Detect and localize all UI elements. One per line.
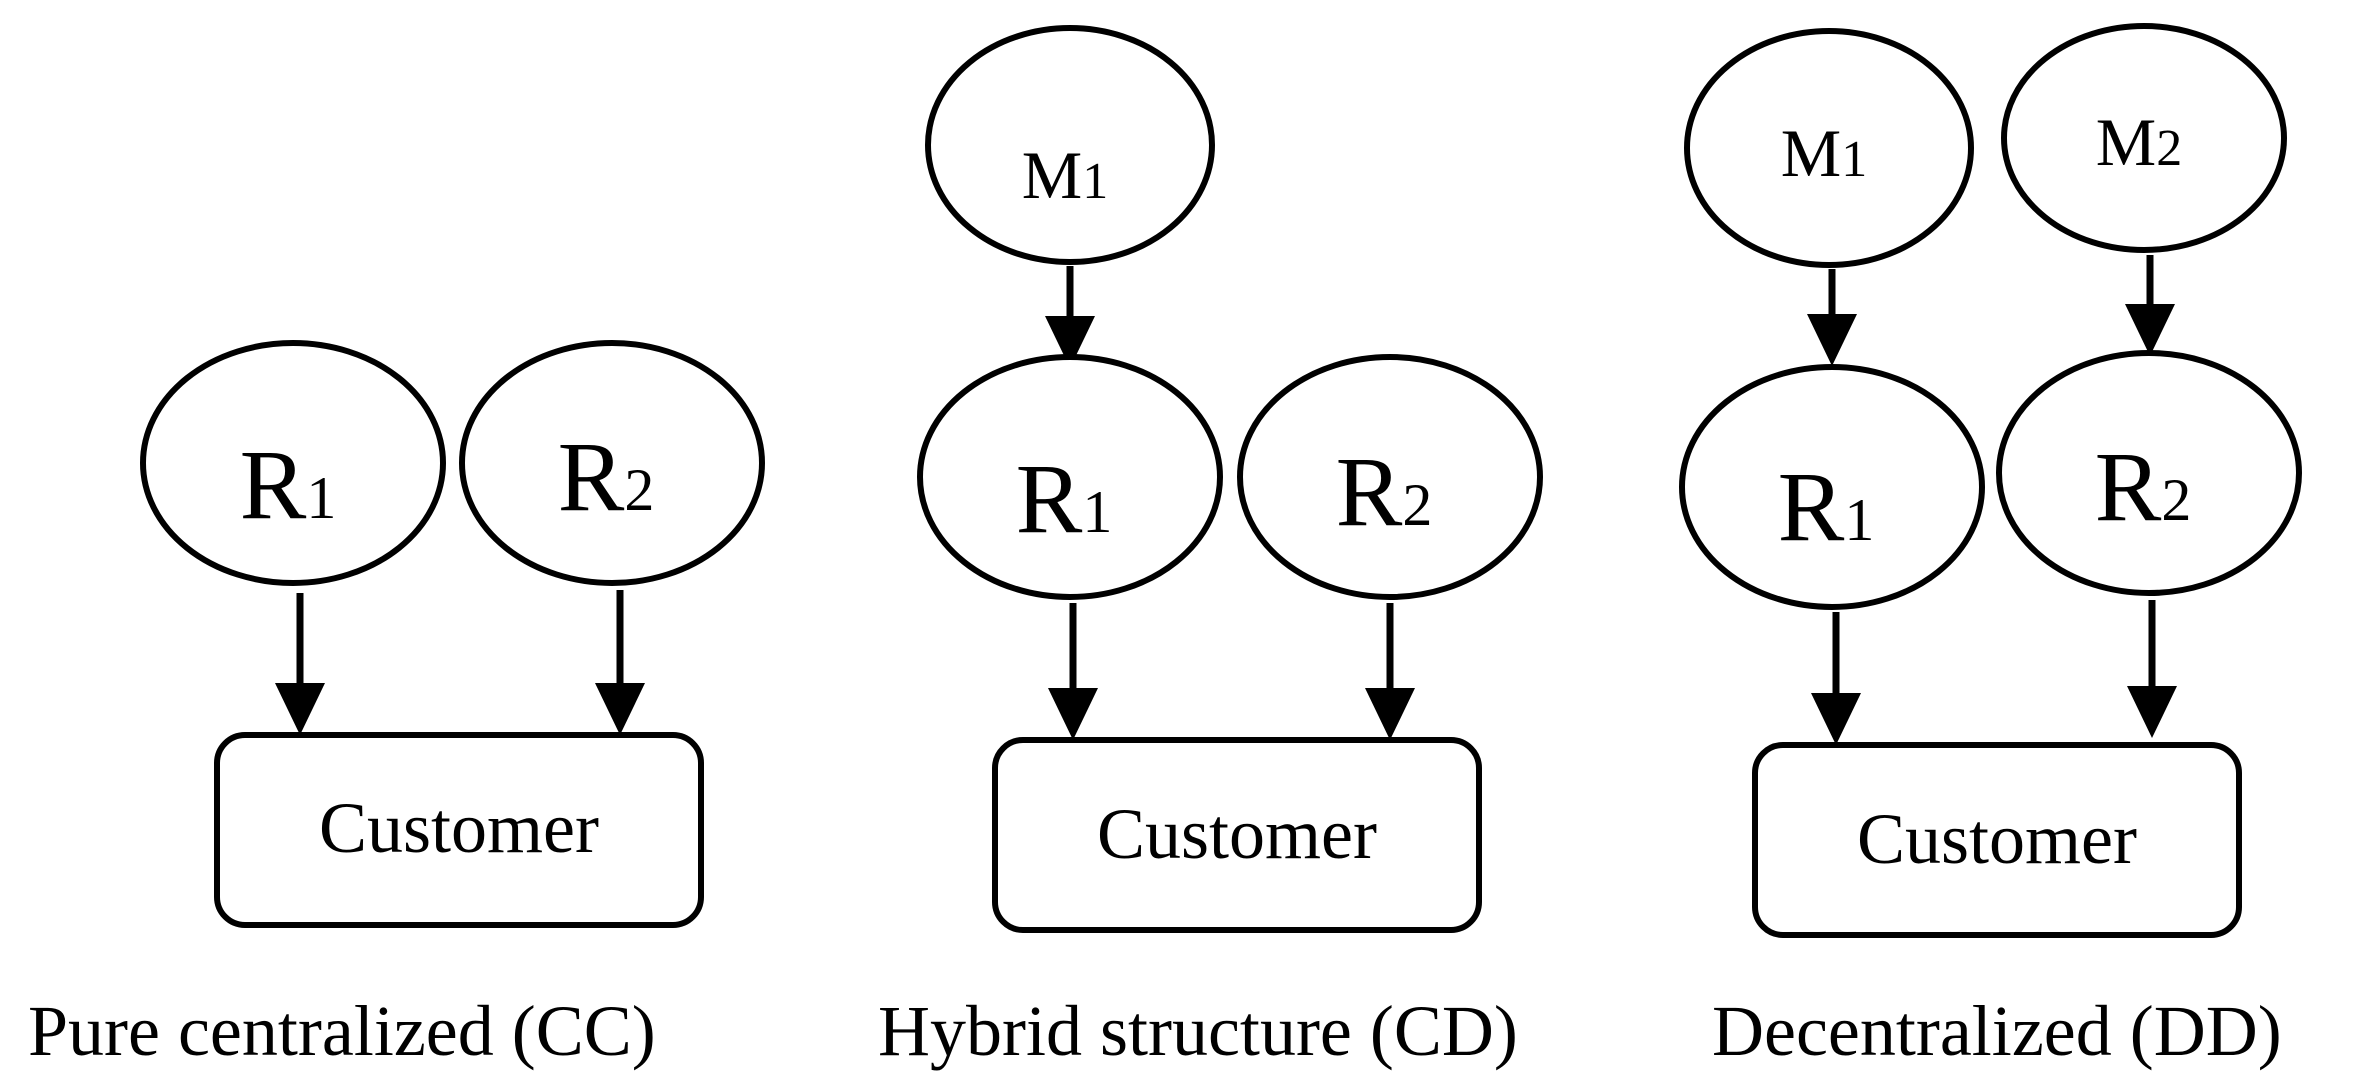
panel-decentralized: M1 M2 R1 R2 Customer Decentralized (DD) (1679, 23, 2302, 1071)
caption-cc: Pure centralized (CC) (28, 991, 656, 1071)
arrowhead-r2-customer-cd (1365, 688, 1415, 740)
retailer-2-base-cc: R (558, 421, 625, 532)
panel-hybrid-structure: M1 R1 R2 Customer Hybrid structure (CD) (878, 25, 1543, 1071)
manufacturer-1-base-dd: M (1781, 115, 1841, 191)
retailer-1-label-dd: R1 (1778, 451, 1875, 562)
retailer-1-node-cc (140, 340, 446, 586)
retailer-1-node-dd (1679, 364, 1985, 610)
arrowhead-m1-r1-dd (1807, 314, 1857, 366)
manufacturer-1-label-dd: M1 (1781, 115, 1867, 191)
manufacturer-1-sub-cd: 1 (1082, 153, 1108, 210)
manufacturer-2-label-dd: M2 (2096, 104, 2182, 180)
arrowhead-r2-customer-cc (595, 683, 645, 735)
manufacturer-2-sub-dd: 2 (2156, 120, 2182, 177)
retailer-1-sub-dd: 1 (1844, 487, 1874, 553)
customer-label-cc: Customer (319, 788, 599, 868)
customer-node-cd (992, 737, 1482, 933)
manufacturer-1-base-cd: M (1022, 137, 1082, 213)
customer-label-dd: Customer (1857, 799, 2137, 879)
retailer-2-sub-cd: 2 (1402, 472, 1432, 538)
arrowhead-m2-r2-dd (2125, 304, 2175, 356)
retailer-2-base-dd: R (2095, 431, 2162, 542)
retailer-1-sub-cd: 1 (1082, 479, 1112, 545)
retailer-2-node-cc (459, 340, 765, 586)
manufacturer-2-node-dd (2001, 23, 2287, 253)
manufacturer-1-label-cd: M1 (1022, 137, 1108, 213)
retailer-1-base-cc: R (240, 429, 307, 540)
retailer-2-label-dd: R2 (2095, 431, 2192, 542)
customer-label-cd: Customer (1097, 794, 1377, 874)
arrowhead-r1-customer-cd (1048, 688, 1098, 740)
retailer-2-node-cd (1237, 354, 1543, 600)
caption-cd: Hybrid structure (CD) (878, 991, 1518, 1071)
arrowhead-r2-customer-dd (2127, 686, 2177, 738)
customer-node-cc (214, 732, 704, 928)
arrowhead-r1-customer-cc (275, 683, 325, 735)
manufacturer-2-base-dd: M (2096, 104, 2156, 180)
customer-node-dd (1752, 742, 2242, 938)
retailer-1-label-cd: R1 (1016, 443, 1113, 554)
manufacturer-1-node-dd (1684, 28, 1974, 268)
panel-pure-centralized: R1 R2 Customer Pure centralized (CC) (28, 340, 765, 1071)
retailer-2-sub-cc: 2 (624, 457, 654, 523)
manufacturer-1-node-cd (925, 25, 1215, 265)
arrowhead-r1-customer-dd (1811, 693, 1861, 745)
retailer-2-node-dd (1996, 350, 2302, 596)
manufacturer-1-sub-dd: 1 (1841, 131, 1867, 188)
retailer-2-label-cc: R2 (558, 421, 655, 532)
retailer-2-sub-dd: 2 (2161, 467, 2191, 533)
retailer-1-base-cd: R (1016, 443, 1083, 554)
retailer-2-label-cd: R2 (1336, 436, 1433, 547)
caption-dd: Decentralized (DD) (1712, 991, 2282, 1071)
arrowhead-m1-r1-cd (1045, 316, 1095, 368)
retailer-1-sub-cc: 1 (306, 465, 336, 531)
retailer-1-label-cc: R1 (240, 429, 337, 540)
retailer-1-node-cd (917, 354, 1223, 600)
retailer-1-base-dd: R (1778, 451, 1845, 562)
retailer-2-base-cd: R (1336, 436, 1403, 547)
